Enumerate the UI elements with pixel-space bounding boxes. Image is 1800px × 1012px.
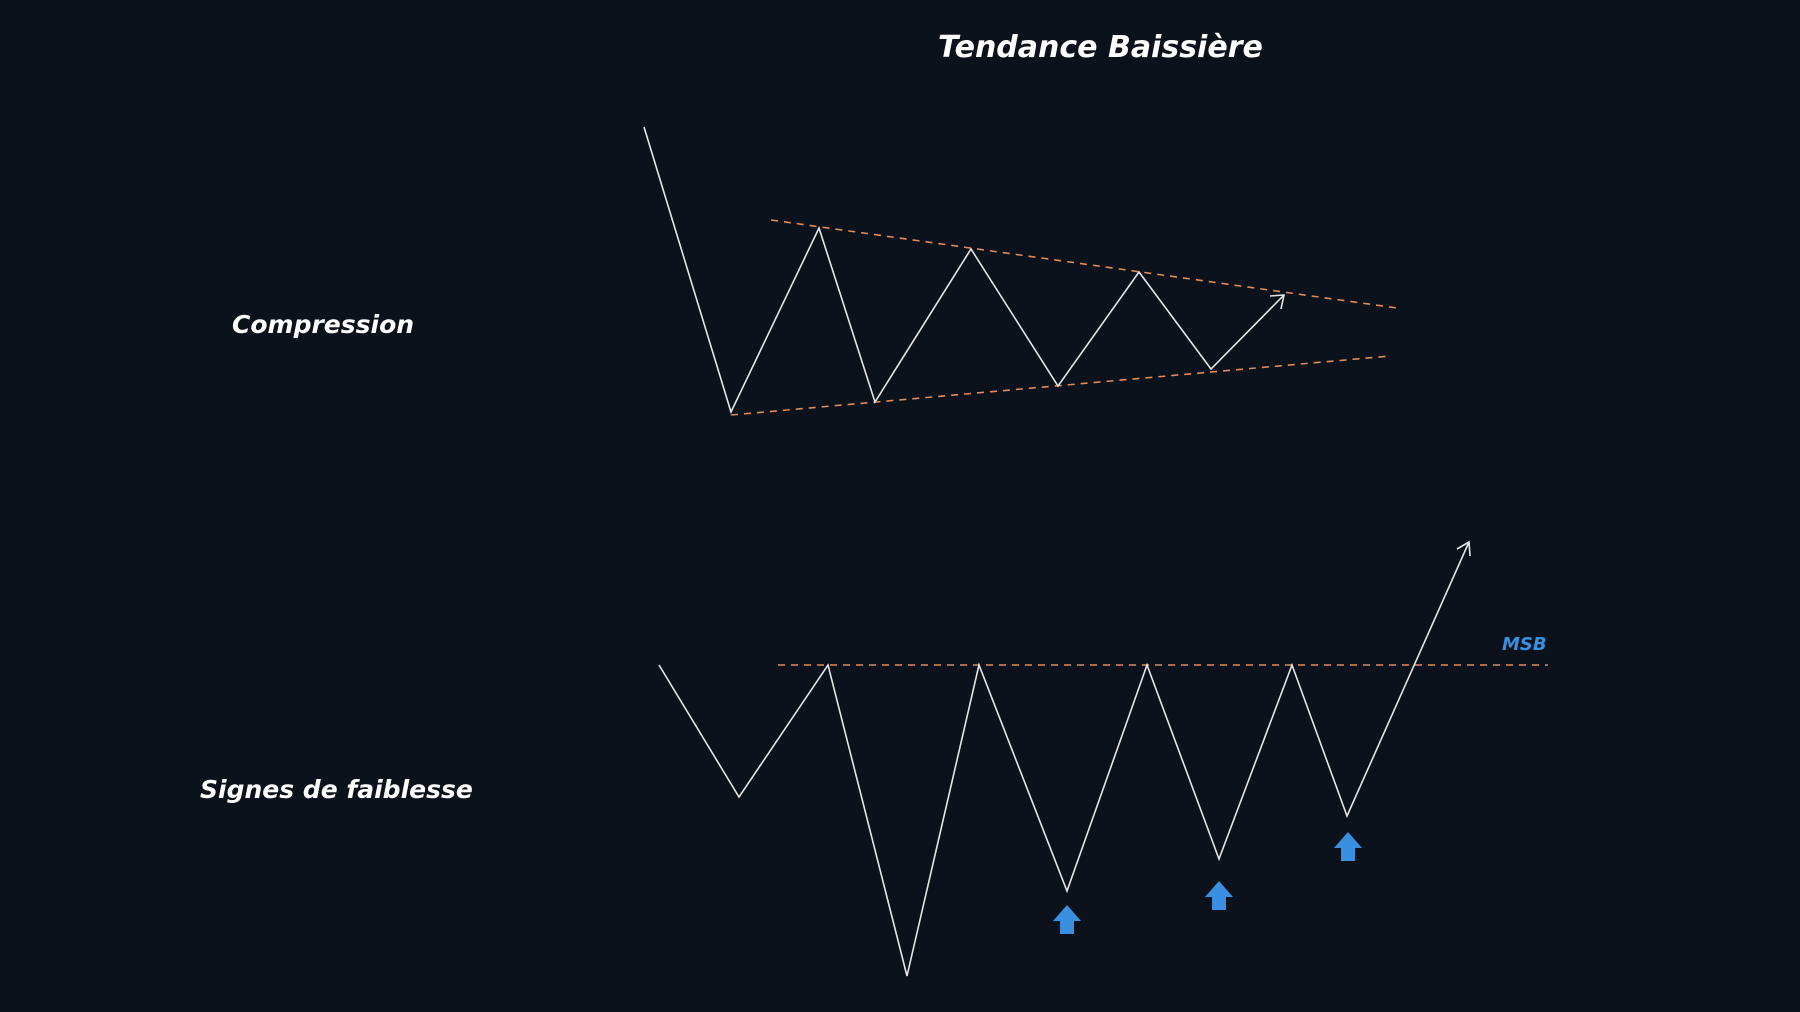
weakness-panel — [658, 540, 1548, 977]
up-arrow-icon — [1053, 905, 1081, 934]
weakness-signs-label: Signes de faiblesse — [200, 775, 473, 804]
arrow-head-icon — [1456, 540, 1471, 557]
up-arrow-icon — [1205, 881, 1233, 910]
weakness-price-line — [658, 541, 1470, 977]
msb-label: MSB — [1502, 634, 1547, 655]
arrow-head-icon — [1269, 294, 1286, 310]
upper-trendline — [770, 219, 1398, 309]
compression-price-line — [643, 126, 1285, 415]
compression-label: Compression — [232, 310, 415, 339]
up-arrow-icon — [1334, 832, 1362, 861]
page-title: Tendance Baissière — [938, 30, 1263, 65]
compression-panel — [643, 126, 1398, 416]
lower-trendline — [730, 355, 1391, 416]
